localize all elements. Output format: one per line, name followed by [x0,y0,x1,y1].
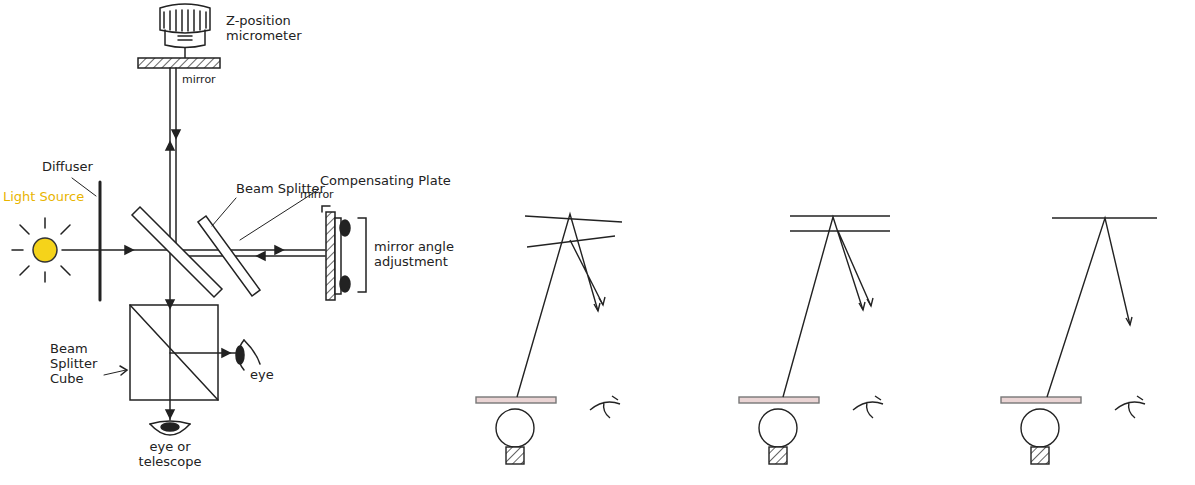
part-label: mirror angle adjustment [374,240,456,270]
leader-line [212,198,236,226]
part-label: Compensating Plate [320,174,451,189]
fringe-panel [476,214,622,464]
part-label: eye [250,368,274,383]
light-beam [176,249,325,251]
fringe-panel [739,216,890,464]
light-beam [62,249,170,251]
part-label: Diffuser [42,160,93,175]
part-label: Light Source [3,190,84,205]
part-label: Z-position micrometer [226,14,310,44]
diffuser [99,182,102,300]
beam-splitter-cube [104,305,240,400]
right-mirror [322,206,366,300]
light-beam [176,255,325,257]
part-label: Beam Splitter Cube [50,342,106,387]
arrowheads [125,246,283,260]
light-beam [175,68,177,250]
eye-symbol [236,340,260,370]
part-label: mirror [182,74,216,87]
part-label: mirror [300,189,334,202]
part-label: eye or telescope [138,440,202,470]
arrowheads [166,130,180,418]
top-mirror [138,58,220,68]
eye-symbol [150,421,190,435]
micrometer [160,4,210,58]
interference-panels [476,214,1157,464]
fringe-panel [1001,218,1157,464]
compensating-plate [198,216,260,296]
